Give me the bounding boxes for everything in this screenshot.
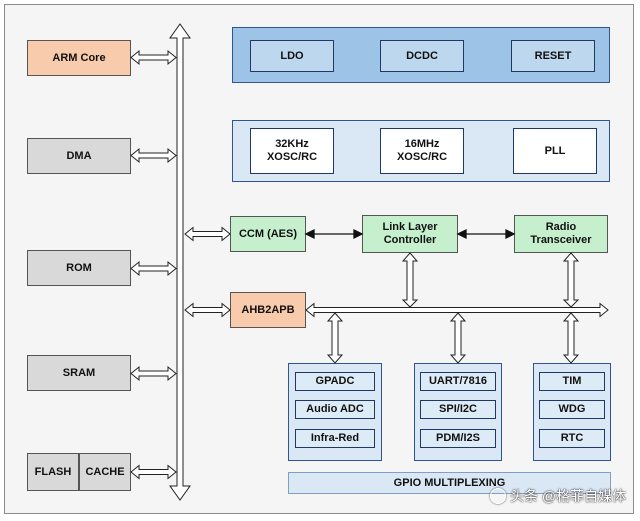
bus-ccm-arrow: [184, 226, 231, 242]
dma-bus-arrow: [130, 147, 177, 164]
sram-bus-arrow: [130, 365, 177, 382]
xosc-32khz-label: 32KHz XOSC/RC: [266, 138, 318, 163]
watermark: 头条 @格菲自媒体: [490, 486, 635, 506]
ccm-link-layer-head-right: [353, 228, 364, 240]
arm-core-label: ARM Core: [52, 51, 106, 64]
radio-apb-arrow: [562, 252, 580, 308]
bus-ahb2apb-arrow: [184, 302, 231, 318]
ccm-link-layer-head-left: [304, 228, 315, 240]
main-bus-arrow: [169, 23, 191, 501]
watermark-text: 头条 @格菲自媒体: [510, 488, 627, 504]
rom-bus-arrow: [130, 260, 177, 277]
gpio-multiplexing-bar: GPIO MULTIPLEXING: [288, 472, 611, 494]
ldo-block: LDO: [250, 40, 334, 72]
arm-core-bus-arrow: [130, 49, 177, 66]
uart-7816-label: UART/7816: [428, 375, 488, 387]
spi-i2c-label: SPI/I2C: [439, 403, 477, 415]
pll-label: PLL: [544, 144, 566, 157]
wdg-label: WDG: [558, 403, 586, 415]
rtc-block: RTC: [539, 429, 605, 448]
link-layer-label: Link Layer Controller: [382, 221, 438, 246]
tim-block: TIM: [539, 372, 605, 391]
link-radio-head-right: [505, 228, 516, 240]
dma-label: DMA: [66, 149, 92, 162]
cache-block: CACHE: [79, 453, 131, 491]
ldo-label: LDO: [280, 49, 304, 62]
xosc-32khz-block: 32KHz XOSC/RC: [250, 128, 334, 174]
link-layer-apb-arrow: [401, 252, 419, 308]
sram-label: SRAM: [62, 366, 96, 379]
audio-adc-block: Audio ADC: [295, 400, 375, 419]
flash-label: FLASH: [34, 465, 72, 478]
ahb2apb-label: AHB2APB: [241, 303, 295, 316]
xosc-16mhz-label: 16MHz XOSC/RC: [396, 138, 448, 163]
link-radio-head-left: [456, 228, 467, 240]
radio-transceiver-label: Radio Transceiver: [530, 221, 592, 246]
apb-group3-arrow: [562, 312, 580, 364]
dma-block: DMA: [27, 138, 131, 174]
reset-block: RESET: [511, 40, 595, 72]
rom-block: ROM: [27, 250, 131, 286]
cache-label: CACHE: [85, 465, 125, 478]
reset-label: RESET: [534, 49, 572, 62]
radio-transceiver-block: Radio Transceiver: [514, 215, 608, 253]
audio-adc-label: Audio ADC: [306, 403, 364, 415]
watermark-icon: [490, 488, 506, 504]
rom-label: ROM: [66, 261, 92, 274]
infra-red-block: Infra-Red: [295, 429, 375, 448]
arm-core-block: ARM Core: [27, 40, 131, 76]
sram-block: SRAM: [27, 355, 131, 391]
pll-block: PLL: [513, 128, 597, 174]
ccm-aes-block: CCM (AES): [230, 216, 306, 252]
flash-cache-bus-arrow: [130, 464, 177, 480]
tim-label: TIM: [562, 375, 582, 387]
infra-red-label: Infra-Red: [310, 432, 360, 444]
gpadc-label: GPADC: [315, 375, 355, 387]
dcdc-label: DCDC: [406, 49, 438, 62]
rtc-label: RTC: [560, 432, 584, 444]
wdg-block: WDG: [539, 400, 605, 419]
xosc-16mhz-block: 16MHz XOSC/RC: [380, 128, 464, 174]
dcdc-block: DCDC: [380, 40, 464, 72]
pdm-i2s-label: PDM/I2S: [435, 432, 480, 444]
ahb2apb-block: AHB2APB: [230, 292, 306, 328]
apb-group1-arrow: [326, 312, 344, 364]
spi-i2c-block: SPI/I2C: [420, 400, 496, 419]
apb-group2-arrow: [449, 312, 467, 364]
flash-block: FLASH: [27, 453, 79, 491]
gpio-multiplexing-label: GPIO MULTIPLEXING: [393, 476, 506, 489]
ccm-aes-label: CCM (AES): [238, 227, 298, 240]
uart-7816-block: UART/7816: [420, 372, 496, 391]
pdm-i2s-block: PDM/I2S: [420, 429, 496, 448]
gpadc-block: GPADC: [295, 372, 375, 391]
apb-bus-arrow: [305, 302, 609, 318]
link-layer-block: Link Layer Controller: [362, 215, 458, 253]
